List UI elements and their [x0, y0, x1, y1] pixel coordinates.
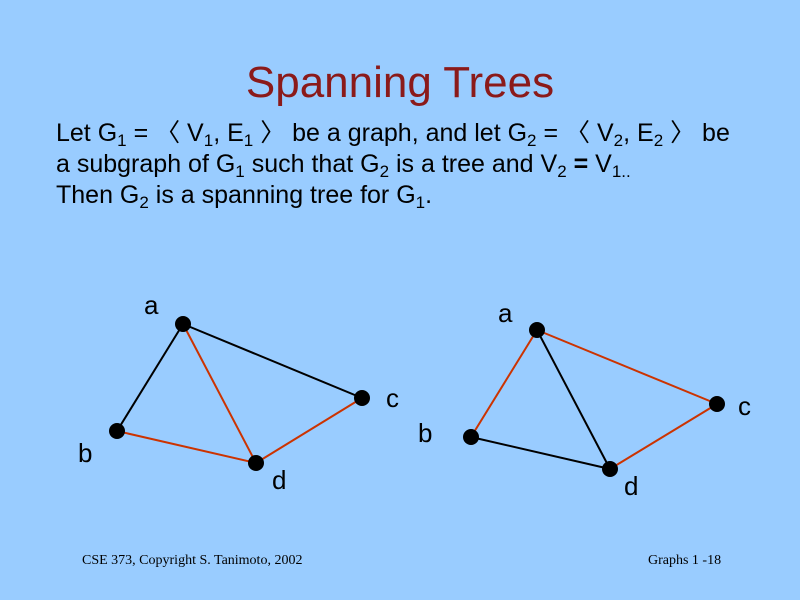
left-node-d	[248, 455, 264, 471]
right-label-c: c	[738, 391, 751, 421]
slide-title: Spanning Trees	[245, 58, 555, 107]
left-graph: a b c d	[78, 290, 399, 495]
right-edge-a-c	[536, 329, 718, 405]
definition-line-1: Let G1 = 〈 V1, E1 〉 be a graph, and let …	[56, 119, 730, 150]
left-edge-d-c	[255, 397, 363, 464]
right-node-c	[709, 396, 725, 412]
definition-line-2: a subgraph of G1 such that G2 is a tree …	[56, 150, 631, 181]
right-node-b	[463, 429, 479, 445]
right-graph: a b c d	[418, 298, 751, 501]
left-label-d: d	[272, 465, 286, 495]
right-node-a	[529, 322, 545, 338]
right-edge-a-d	[536, 329, 611, 470]
left-edge-a-c	[182, 323, 363, 399]
left-node-c	[354, 390, 370, 406]
right-label-b: b	[418, 418, 432, 448]
left-label-b: b	[78, 438, 92, 468]
left-edge-a-b	[116, 323, 184, 432]
left-label-c: c	[386, 383, 399, 413]
left-label-a: a	[144, 290, 159, 320]
right-edge-b-d	[470, 436, 611, 470]
right-label-a: a	[498, 298, 513, 328]
right-edge-a-b	[470, 329, 538, 438]
footer-page-number: Graphs 1 -18	[648, 553, 722, 568]
right-edge-d-c	[609, 403, 718, 470]
right-label-d: d	[624, 471, 638, 501]
definition-line-3: Then G2 is a spanning tree for G1.	[56, 181, 433, 212]
left-edge-b-d	[116, 430, 257, 464]
left-edge-a-d	[182, 323, 257, 464]
left-node-a	[175, 316, 191, 332]
left-node-b	[109, 423, 125, 439]
definition-text: Let G1 = 〈 V1, E1 〉 be a graph, and let …	[56, 118, 776, 211]
right-node-d	[602, 461, 618, 477]
footer-copyright: CSE 373, Copyright S. Tanimoto, 2002	[82, 553, 303, 568]
